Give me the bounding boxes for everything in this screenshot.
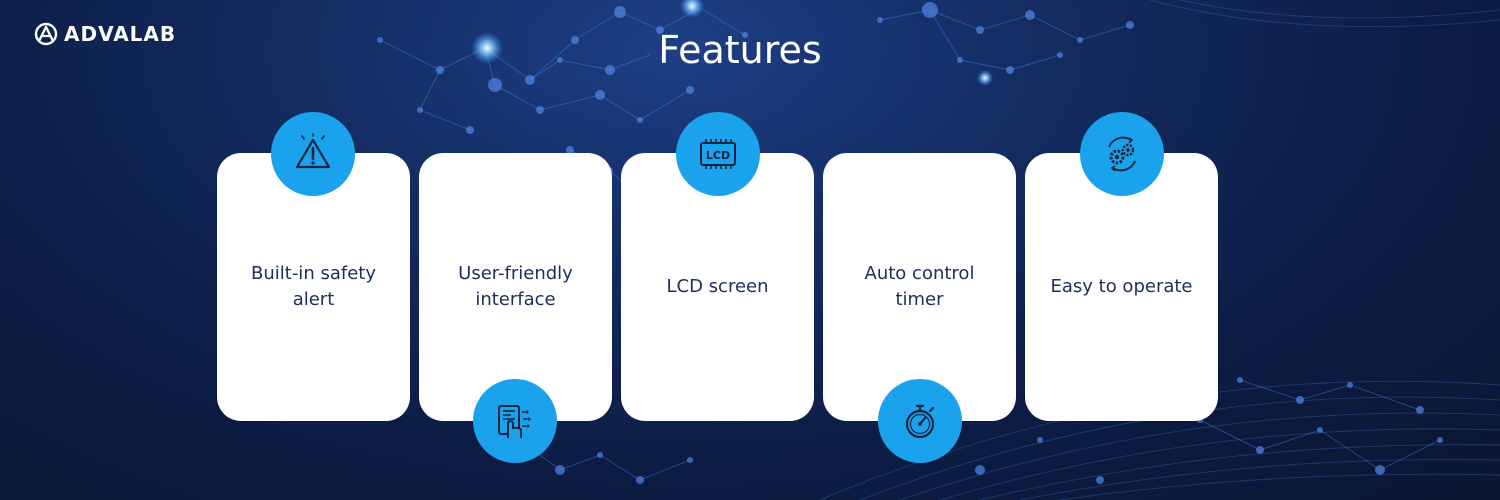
feature-label: LCD screen bbox=[666, 276, 769, 297]
feature-label: Auto control timer bbox=[864, 263, 975, 310]
stopwatch-badge bbox=[878, 379, 962, 463]
feature-card-easy-operate: Easy to operate bbox=[1025, 153, 1218, 421]
lcd-icon: LCD bbox=[700, 139, 736, 169]
brand-name: ADVALAB bbox=[64, 22, 177, 46]
touch-interface-badge bbox=[473, 379, 557, 463]
feature-card-safety-alert: Built-in safety alert bbox=[217, 153, 410, 421]
warning-badge bbox=[271, 112, 355, 196]
gears-icon bbox=[1108, 136, 1136, 172]
gears-badge bbox=[1080, 112, 1164, 196]
touch-interface-icon bbox=[498, 405, 531, 438]
lcd-badge: LCD bbox=[676, 112, 760, 196]
feature-card-auto-timer: Auto control timer bbox=[823, 153, 1016, 421]
feature-card-lcd-screen: LCD screen bbox=[621, 153, 814, 421]
feature-label: Built-in safety alert bbox=[251, 263, 376, 310]
brand-logo[interactable]: ADVALAB bbox=[34, 22, 176, 46]
lcd-icon-text: LCD bbox=[706, 149, 730, 162]
warning-icon bbox=[295, 133, 331, 169]
feature-card-user-interface: User-friendly interface bbox=[419, 153, 612, 421]
feature-label: User-friendly interface bbox=[458, 263, 573, 310]
feature-label: Easy to operate bbox=[1050, 276, 1193, 297]
stopwatch-icon bbox=[905, 404, 935, 439]
advalab-logo-icon bbox=[34, 22, 58, 46]
page-title: Features bbox=[658, 28, 822, 72]
